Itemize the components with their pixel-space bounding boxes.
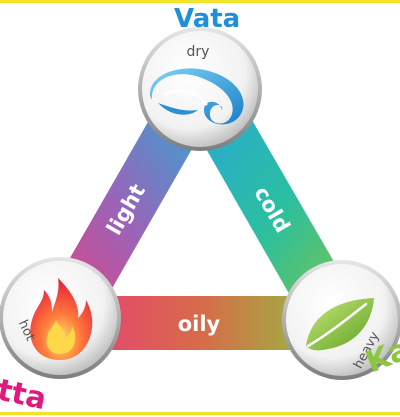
edge-band-oily bbox=[60, 296, 338, 350]
kapha-node: heavy bbox=[282, 260, 400, 380]
leaf-icon bbox=[306, 298, 374, 351]
pitta-node: hot bbox=[0, 257, 121, 379]
wind-icon bbox=[149, 68, 244, 125]
vata-node: dry bbox=[138, 27, 262, 151]
edge-label-oily: oily bbox=[178, 312, 221, 336]
flame-icon bbox=[30, 278, 93, 360]
vata-quality-label: dry bbox=[187, 44, 210, 60]
vata-title: Vata bbox=[174, 4, 241, 34]
